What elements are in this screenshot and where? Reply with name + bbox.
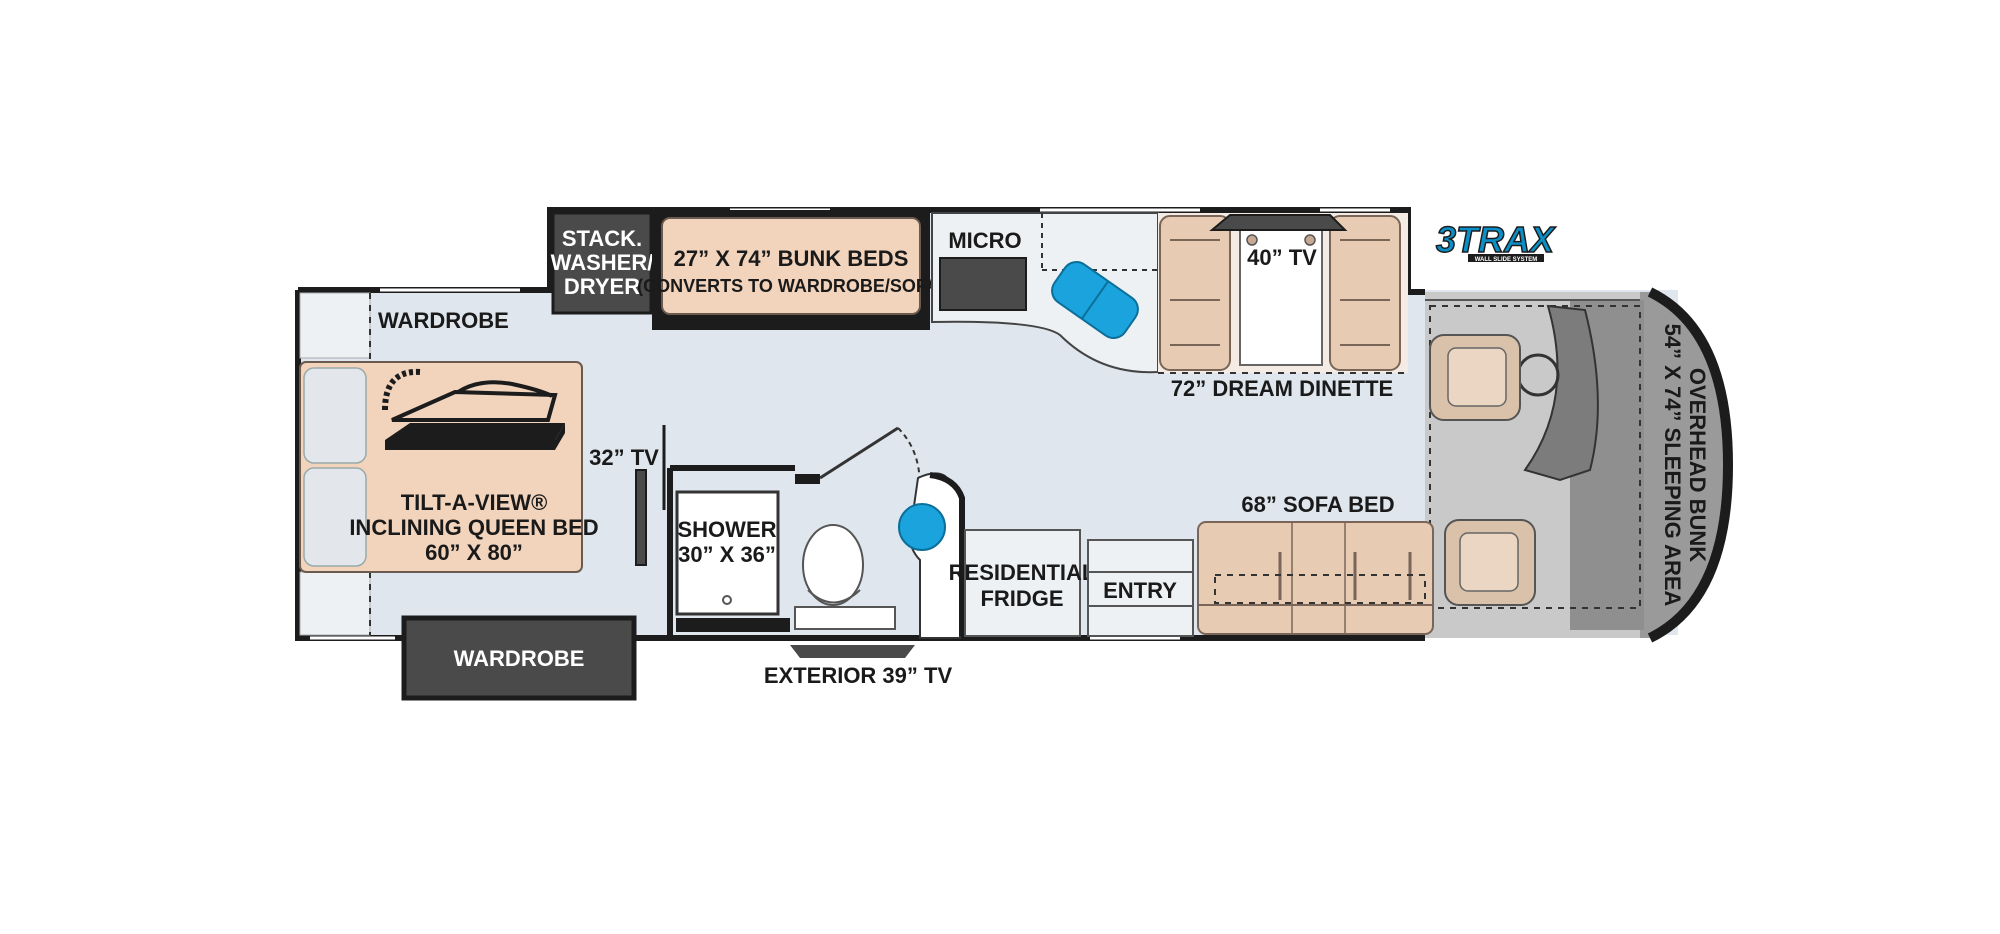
micro-label: MICRO — [948, 228, 1021, 253]
washer-dryer-label-1: STACK. — [562, 226, 642, 251]
3trax-logo: 3TRAX WALL SLIDE SYSTEM — [1435, 218, 1557, 263]
bunk-beds-label: 27” X 74” BUNK BEDS — [674, 246, 909, 271]
washer-dryer — [551, 211, 653, 315]
overhead-bunk-label-1: OVERHEAD BUNK — [1685, 368, 1710, 562]
overhead-bunk-label-2: 54” X 74” SLEEPING AREA — [1660, 324, 1685, 607]
bunk-beds-sublabel: (CONVERTS TO WARDROBE/SOFA) — [637, 276, 945, 296]
residential-fridge — [964, 529, 1081, 637]
washer-dryer-label-3: DRYER — [564, 274, 640, 299]
logo-main: 3TRAX — [1436, 219, 1556, 260]
washer-dryer-label-2: WASHER/ — [551, 250, 654, 275]
passenger-seat-icon — [1444, 519, 1536, 606]
kitchen-sink-icon — [1051, 260, 1139, 340]
wardrobe-bottom-label: WARDROBE — [454, 646, 585, 671]
bath-sink-icon — [898, 503, 946, 551]
wardrobe-bottom — [401, 615, 637, 701]
wardrobe-top-label: WARDROBE — [378, 308, 509, 333]
exterior-tv-label: EXTERIOR 39” TV — [764, 663, 953, 688]
tv-32-label: 32” TV — [589, 445, 659, 470]
fridge-label-2: FRIDGE — [980, 586, 1063, 611]
microwave — [939, 257, 1027, 311]
tv-32-icon — [635, 469, 647, 566]
queen-bed-label-1: TILT-A-VIEW® — [401, 490, 548, 515]
shower-label-1: SHOWER — [678, 517, 777, 542]
shower — [675, 490, 780, 616]
shower-label-2: 30” X 36” — [678, 542, 776, 567]
entry-steps — [1087, 539, 1194, 637]
toilet-icon — [794, 524, 896, 630]
bedroom-nightstand-top — [299, 292, 371, 359]
sofa-bed — [1197, 521, 1434, 635]
queen-bed-label-2: INCLINING QUEEN BED — [349, 515, 598, 540]
tv-40-icon — [1209, 214, 1348, 246]
tv-40-label: 40” TV — [1247, 245, 1317, 270]
queen-bed-label-3: 60” X 80” — [425, 540, 523, 565]
dinette-label: 72” DREAM DINETTE — [1171, 376, 1393, 401]
logo-sub: WALL SLIDE SYSTEM — [1475, 257, 1538, 263]
sofa-bed-label: 68” SOFA BED — [1241, 492, 1394, 517]
incline-bed-icon — [382, 368, 565, 450]
exterior-tv-icon — [790, 635, 915, 658]
driver-seat-icon — [1429, 334, 1521, 421]
fridge-label-1: RESIDENTIAL — [949, 560, 1096, 585]
dream-dinette — [1158, 213, 1408, 374]
bathroom-walls — [667, 465, 795, 638]
bedroom-nightstand-bottom — [299, 571, 371, 636]
entry-label: ENTRY — [1103, 578, 1177, 603]
